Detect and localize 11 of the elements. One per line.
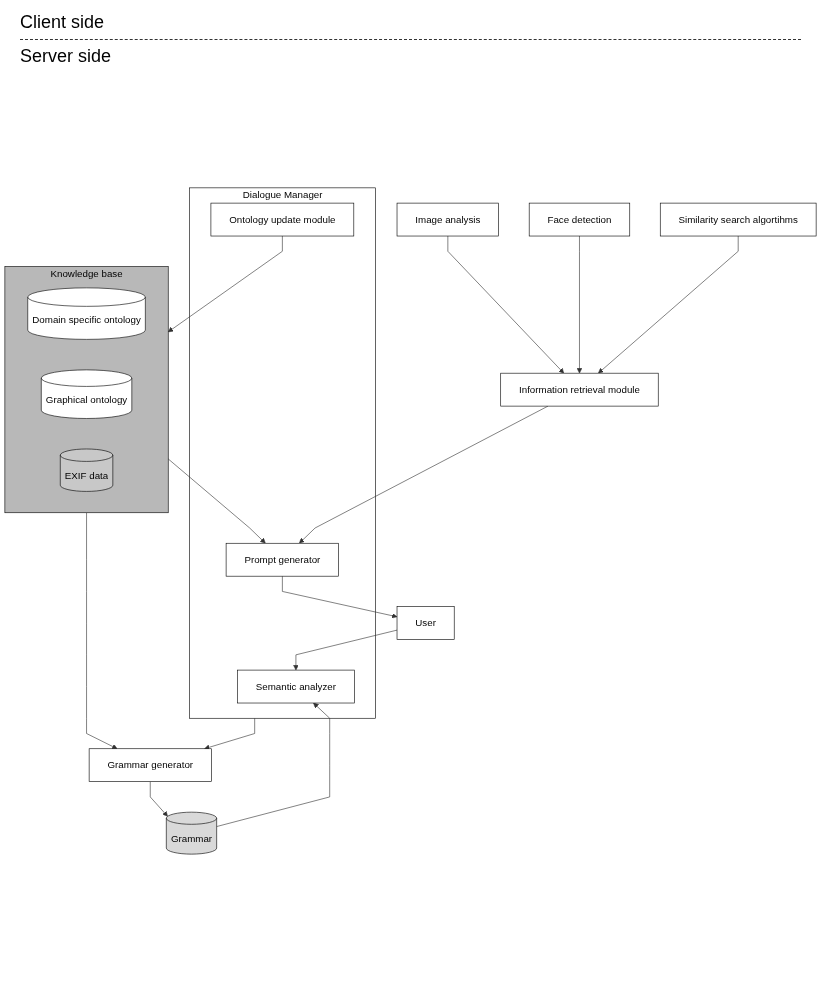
node-box: Grammar generator [88, 748, 212, 782]
node-box: Face detection [528, 202, 631, 237]
node-box: Ontology update module [210, 202, 355, 237]
node-box: Semantic analyzer [237, 669, 355, 704]
node-box: Prompt generator [225, 542, 339, 577]
node-box: Information retrieval module [500, 372, 659, 407]
node-box: Similarity search algortihms [659, 202, 817, 237]
node-box: User [396, 606, 455, 640]
side-label: Client side [20, 12, 106, 33]
node-box: Image analysis [396, 202, 499, 237]
side-label: Server side [20, 46, 113, 67]
